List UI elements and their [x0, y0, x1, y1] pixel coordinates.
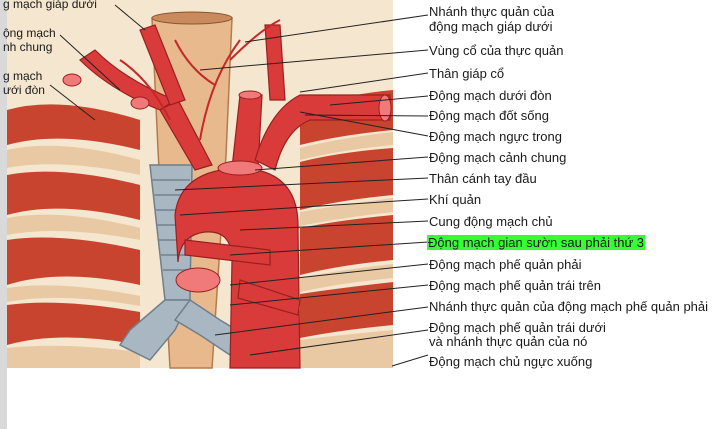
aortic-arch [174, 167, 301, 369]
label-common-carotid-artery: Động mạch cảnh chung [429, 150, 567, 165]
label-vertebral-artery: Động mạch đốt sống [429, 108, 549, 123]
label-right-bronchial-artery: Động mạch phế quản phải [429, 257, 582, 272]
label-descending-thoracic-aorta: Động mạch chủ ngực xuống [429, 354, 593, 369]
left-edge-bar [0, 0, 7, 429]
rib-bands [7, 90, 393, 368]
label-inferior-thyroid-artery-partial: g mạch giáp dưới [3, 0, 97, 11]
label-subclavian-artery: Động mạch dưới đòn [429, 88, 552, 103]
label-esophageal-branch-right-bronchial: Nhánh thực quản của động mạch phế quản p… [429, 299, 709, 314]
label-right-3rd-posterior-intercostal-artery: Động mạch gian sườn sau phải thứ 3 [427, 235, 645, 250]
label-brachiocephalic-trunk: Thân cánh tay đầu [429, 171, 537, 186]
label-subclavian-partial-2: ưới đòn [3, 83, 45, 97]
label-left-inferior-bronchial-artery-2: và nhánh thực quản của nó [429, 334, 588, 349]
label-cervical-esophagus: Vùng cổ của thực quản [429, 43, 564, 58]
label-left-inferior-bronchial-artery-1: Động mạch phế quản trái dưới [429, 320, 606, 335]
label-esophageal-branch-1: Nhánh thực quản của [429, 4, 555, 19]
label-common-carotid-partial-1: ộng mạch [3, 26, 56, 40]
label-common-carotid-partial-2: nh chung [3, 40, 53, 54]
label-trachea: Khí quản [429, 192, 482, 207]
label-internal-thoracic-artery: Động mạch ngực trong [429, 129, 562, 144]
label-left-superior-bronchial-artery: Động mạch phế quản trái trên [429, 278, 601, 293]
label-esophageal-branch-2: động mạch giáp dưới [429, 19, 553, 34]
label-aortic-arch: Cung động mạch chủ [429, 214, 553, 229]
label-thyrocervical-trunk: Thân giáp cổ [429, 66, 505, 81]
label-subclavian-partial-1: g mạch [3, 69, 43, 83]
